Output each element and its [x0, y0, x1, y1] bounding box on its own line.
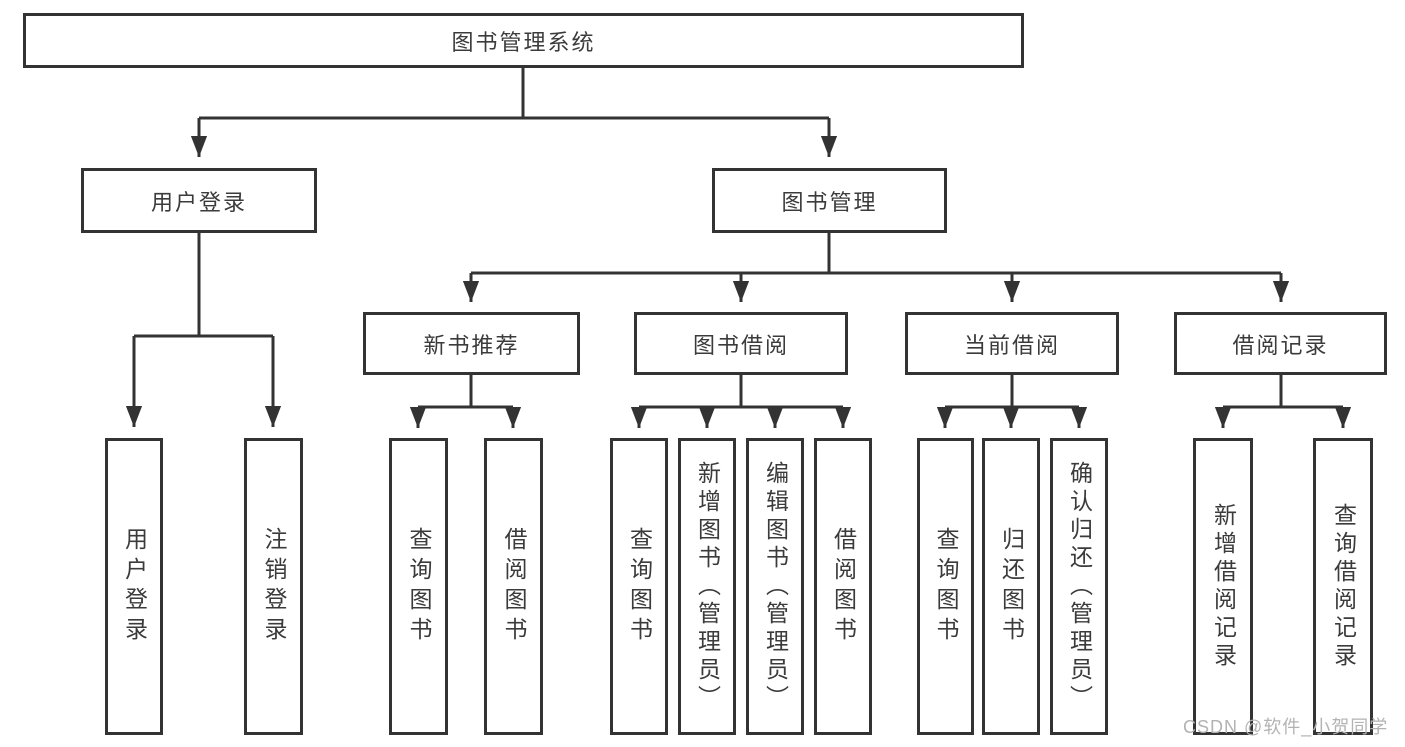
node-book-borrow: 图书借阅	[634, 312, 848, 375]
watermark: CSDN @软件_小贺同学	[1183, 717, 1389, 737]
leaf-user-login: 用户登录	[105, 438, 163, 735]
node-library-system: 图书管理系统	[23, 13, 1024, 68]
leaf-confirm-return-admin: 确认归还（管理员）	[1050, 438, 1108, 735]
leaf-add-book-admin: 新增图书（管理员）	[678, 438, 736, 735]
node-book-management: 图书管理	[712, 168, 947, 233]
leaf-query-borrow-record: 查询借阅记录	[1313, 438, 1373, 735]
leaf-query-books-recommend: 查询图书	[389, 438, 448, 735]
leaf-logout: 注销登录	[244, 438, 303, 735]
leaf-edit-book-admin: 编辑图书（管理员）	[746, 438, 804, 735]
leaf-borrow-books-recommend: 借阅图书	[484, 438, 543, 735]
node-current-borrow: 当前借阅	[905, 312, 1119, 375]
leaf-return-book: 归还图书	[982, 438, 1040, 735]
leaf-query-books-current: 查询图书	[917, 438, 974, 735]
leaf-borrow-books: 借阅图书	[814, 438, 872, 735]
leaf-query-books-borrow: 查询图书	[610, 438, 668, 735]
node-user-login: 用户登录	[81, 168, 317, 233]
node-borrow-records: 借阅记录	[1174, 312, 1387, 375]
leaf-add-borrow-record: 新增借阅记录	[1193, 438, 1253, 735]
node-new-book-recommend: 新书推荐	[363, 312, 580, 375]
